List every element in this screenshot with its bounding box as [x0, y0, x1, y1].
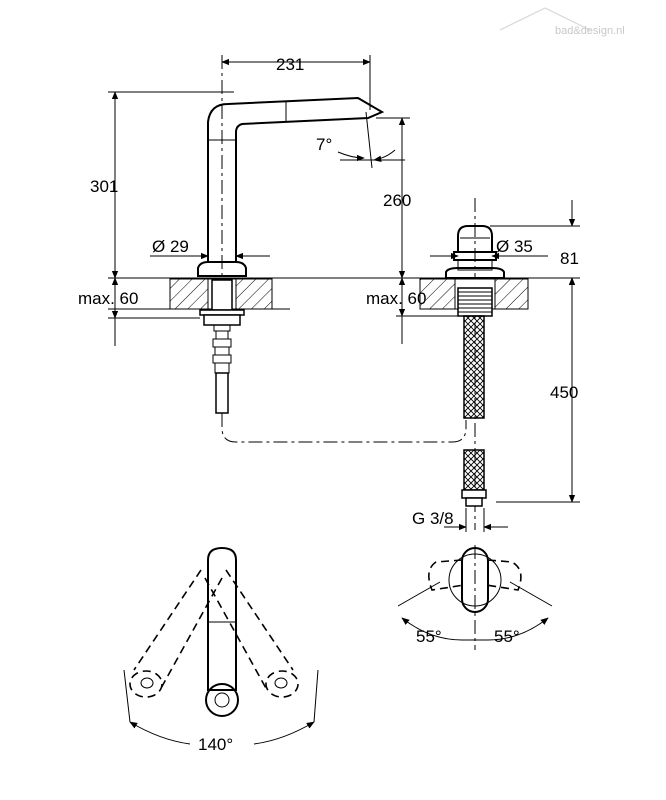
spout-swing-left	[133, 569, 223, 691]
lever-position-right	[485, 559, 522, 591]
dim-max60-right-label: max. 60	[366, 289, 426, 308]
braided-hose-upper	[463, 315, 485, 419]
dim-spout-angle: 7°	[316, 111, 405, 169]
dim-handle-thickness: max. 60	[366, 277, 460, 344]
handle-knob	[457, 225, 493, 253]
hose-connector	[212, 324, 232, 414]
dim-outlet-height: 260	[376, 117, 411, 279]
dim-g38-label: G 3/8	[412, 509, 454, 528]
mixer-base-circle	[205, 683, 239, 717]
dim-connection-thread: G 3/8	[412, 508, 508, 532]
spout-top-outline	[207, 546, 237, 691]
dim-301-label: 301	[90, 177, 118, 196]
dim-140deg-label: 140°	[198, 735, 233, 754]
dim-450-label: 450	[550, 383, 578, 402]
handle-base-circle	[448, 553, 502, 607]
handle-nut	[457, 287, 493, 317]
mixer-side-view	[108, 55, 580, 443]
dim-total-height: 301	[90, 91, 234, 279]
dim-mixer-thickness: max. 60	[78, 277, 200, 346]
watermark-text: bad&design.nl	[555, 25, 625, 37]
dim-260-label: 260	[383, 191, 411, 210]
handle-side-view	[419, 198, 529, 530]
dim-55deg-left-label: 55°	[416, 627, 442, 646]
hose-nut	[461, 489, 487, 499]
dim-231-label: 231	[276, 55, 304, 74]
mixer-base-flange	[197, 261, 247, 277]
lever-top-outline	[461, 547, 489, 613]
dim-55deg-right-label: 55°	[494, 627, 520, 646]
dim-max60-left-label: max. 60	[78, 289, 138, 308]
dim-d35-label: Ø 35	[496, 237, 533, 256]
dim-spout-reach: 231	[221, 55, 371, 110]
mixer-top-view: 140°	[123, 546, 319, 754]
dim-mixer-diameter: Ø 29	[150, 237, 270, 260]
spout-swing-right	[204, 569, 294, 691]
watermark-logo: bad&design.nl	[499, 7, 625, 37]
handle-top-view: 55° 55°	[397, 545, 553, 650]
dim-hose-length: 450	[496, 277, 580, 503]
dim-handle-diameter: Ø 35	[430, 237, 548, 260]
mixer-body	[207, 96, 385, 263]
dim-d29-label: Ø 29	[152, 237, 189, 256]
dim-81-label: 81	[560, 249, 579, 268]
braided-hose-lower	[463, 449, 485, 491]
hose-routing	[221, 413, 467, 443]
handle-base-flange	[445, 267, 505, 279]
mounting-nut	[203, 314, 241, 326]
lever-position-left	[428, 559, 465, 591]
dim-7deg-label: 7°	[316, 135, 332, 154]
